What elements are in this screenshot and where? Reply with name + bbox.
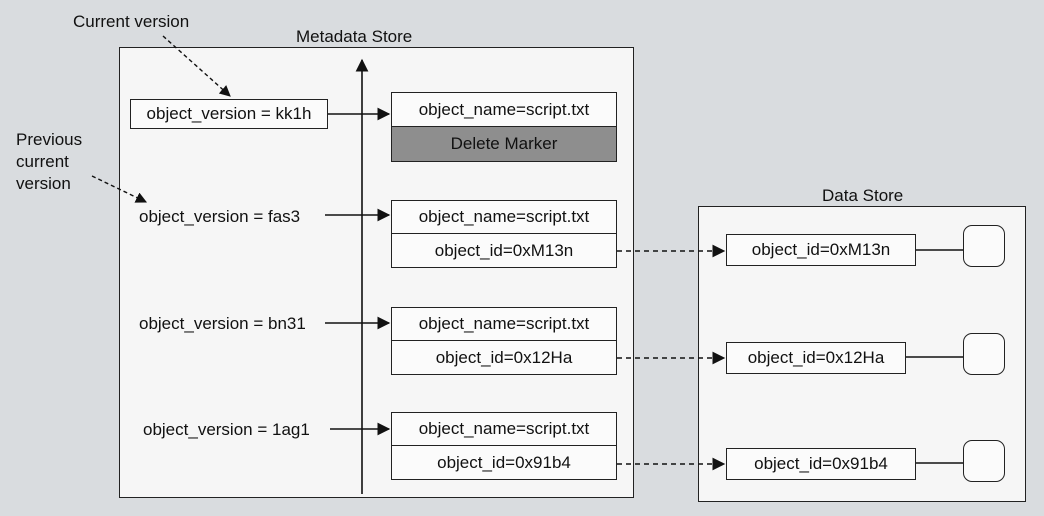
record-object-id: object_id=0x12Ha [391, 341, 617, 375]
metadata-record-fas3: object_name=script.txt object_id=0xM13n [391, 200, 617, 268]
data-object-0x91b4: object_id=0x91b4 [726, 448, 916, 480]
metadata-record-bn31: object_name=script.txt object_id=0x12Ha [391, 307, 617, 375]
version-label-fas3: object_version = fas3 [139, 207, 301, 226]
record-object-id: object_id=0xM13n [391, 234, 617, 268]
data-object-0xM13n: object_id=0xM13n [726, 234, 916, 266]
metadata-record-kk1h: object_name=script.txt Delete Marker [391, 92, 617, 162]
data-object-0x12Ha: object_id=0x12Ha [726, 342, 906, 374]
current-version-label: Current version [73, 12, 190, 31]
record-object-name: object_name=script.txt [391, 200, 617, 234]
version-label-1ag1: object_version = 1ag1 [143, 420, 310, 439]
version-label-bn31: object_version = bn31 [139, 314, 306, 333]
metadata-record-1ag1: object_name=script.txt object_id=0x91b4 [391, 412, 617, 480]
current-version-box: object_version = kk1h [130, 99, 328, 129]
previous-current-version-label-line2: current [16, 152, 69, 171]
callout-previous-current-version [91, 175, 148, 203]
data-blob-chip-2 [963, 333, 1005, 375]
previous-current-version-label-line3: version [16, 174, 71, 193]
previous-current-version-label-line1: Previous [16, 130, 83, 149]
record-object-name: object_name=script.txt [391, 412, 617, 446]
data-blob-chip-3 [963, 440, 1005, 482]
record-object-name: object_name=script.txt [391, 92, 617, 127]
record-object-name: object_name=script.txt [391, 307, 617, 341]
data-store-title: Data Store [822, 186, 904, 205]
metadata-store-title: Metadata Store [296, 27, 413, 46]
delete-marker-cell: Delete Marker [391, 127, 617, 162]
callout-current-version [162, 35, 231, 97]
data-blob-chip-1 [963, 225, 1005, 267]
record-object-id: object_id=0x91b4 [391, 446, 617, 480]
